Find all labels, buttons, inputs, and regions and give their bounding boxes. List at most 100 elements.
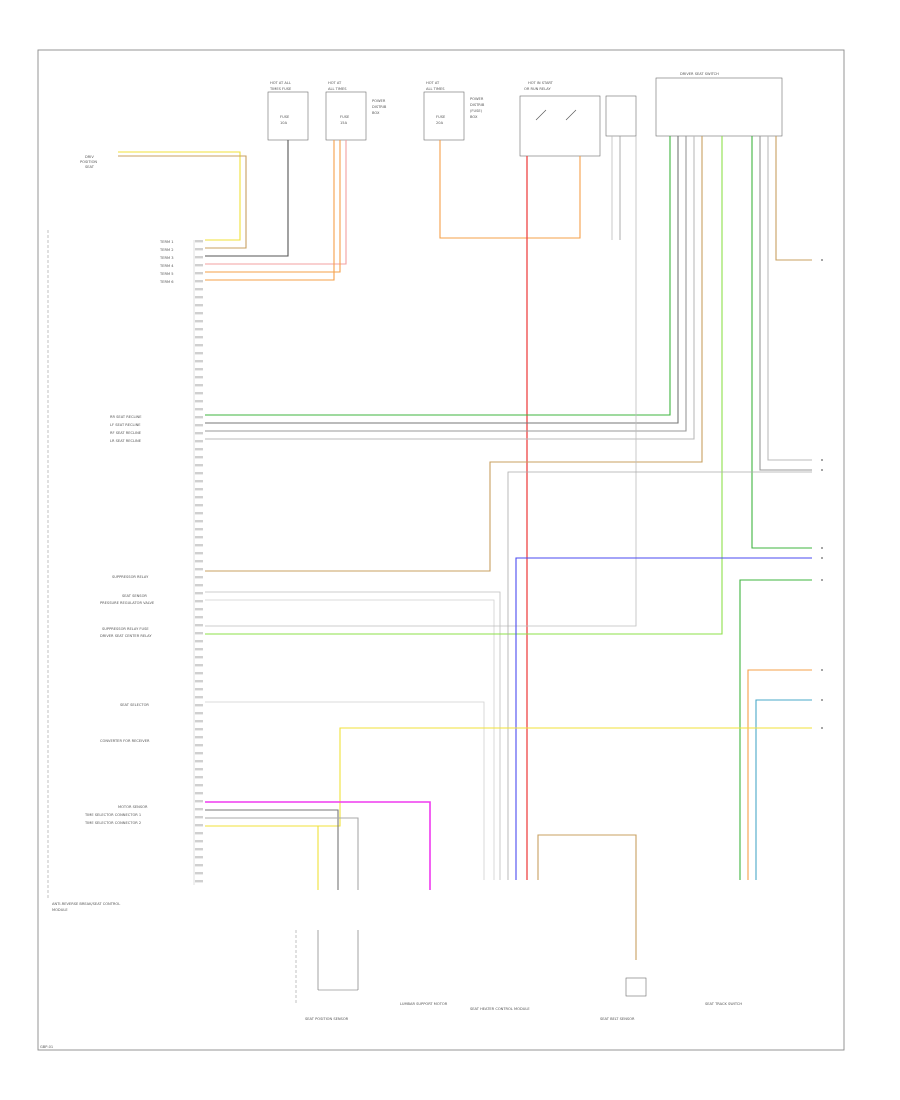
svg-text:DISTRIB: DISTRIB: [372, 105, 387, 109]
svg-text:SEAT TRACK SWITCH: SEAT TRACK SWITCH: [705, 1002, 742, 1006]
svg-text:DRIV: DRIV: [85, 155, 94, 159]
pin-tick: [195, 576, 203, 579]
svg-text:GBP-01: GBP-01: [40, 1045, 53, 1049]
pin-tick: [195, 312, 203, 315]
pin-tick: [195, 680, 203, 683]
pin-tick: [195, 472, 203, 475]
pin-tick: [195, 712, 203, 715]
pin-tick: [195, 336, 203, 339]
seat-position-sensor: SEAT POSITION SENSOR: [295, 930, 359, 1021]
svg-text:CONVERTER FOR RECEIVER: CONVERTER FOR RECEIVER: [100, 739, 150, 743]
svg-text:HOT IN START: HOT IN START: [528, 81, 554, 85]
pin-tick: [195, 536, 203, 539]
svg-text:ALL TIMES: ALL TIMES: [328, 87, 347, 91]
pin-tick: [195, 264, 203, 267]
pin-tick: [195, 608, 203, 611]
pin-tick: [195, 720, 203, 723]
pin-tick: [195, 848, 203, 851]
svg-text:ALL TIMES: ALL TIMES: [426, 87, 445, 91]
pin-tick: [195, 504, 203, 507]
pin-tick: [195, 800, 203, 803]
svg-text:LF SEAT RECLINE: LF SEAT RECLINE: [110, 423, 141, 427]
wire-terminal: [821, 699, 823, 701]
pin-tick: [195, 240, 203, 243]
svg-text:DISTRIB: DISTRIB: [470, 103, 485, 107]
svg-text:HOT AT: HOT AT: [426, 81, 440, 85]
wire-terminal: [821, 547, 823, 549]
svg-text:DRIVER SEAT SWITCH: DRIVER SEAT SWITCH: [680, 72, 719, 76]
svg-text:SEAT BELT SENSOR: SEAT BELT SENSOR: [600, 1017, 635, 1021]
pin-tick: [195, 392, 203, 395]
svg-text:MODULE: MODULE: [52, 908, 68, 912]
svg-text:SEAT: SEAT: [85, 165, 95, 169]
pin-tick: [195, 632, 203, 635]
pin-tick: [195, 304, 203, 307]
pin-tick: [195, 488, 203, 491]
pin-tick: [195, 672, 203, 675]
svg-text:SEAT SELECTOR: SEAT SELECTOR: [120, 703, 149, 707]
pin-tick: [195, 872, 203, 875]
svg-text:TIME SELECTOR CONNECTOR 2: TIME SELECTOR CONNECTOR 2: [84, 821, 141, 825]
pin-tick: [195, 560, 203, 563]
pin-tick: [195, 832, 203, 835]
pin-tick: [195, 440, 203, 443]
pin-tick: [195, 520, 203, 523]
pin-tick: [195, 856, 203, 859]
pin-tick: [195, 280, 203, 283]
seat-belt-sensor: SEAT BELT SENSOR: [600, 977, 647, 1021]
wire-terminal: [821, 579, 823, 581]
pin-tick: [195, 816, 203, 819]
wire-terminal: [821, 557, 823, 559]
svg-text:LR SEAT RECLINE: LR SEAT RECLINE: [110, 439, 142, 443]
pin-tick: [195, 512, 203, 515]
pin-tick: [195, 376, 203, 379]
svg-text:TERM 6: TERM 6: [159, 280, 174, 284]
seat-heater-control-module: SEAT HEATER CONTROL MODULE: [470, 1007, 530, 1011]
svg-text:SEAT SENSOR: SEAT SENSOR: [122, 594, 147, 598]
svg-text:TIMES FUSE: TIMES FUSE: [269, 87, 292, 91]
svg-text:RR SEAT RECLINE: RR SEAT RECLINE: [110, 415, 142, 419]
svg-text:TERM 4: TERM 4: [159, 264, 174, 268]
pin-tick: [195, 552, 203, 555]
pin-tick: [195, 752, 203, 755]
svg-text:BOX: BOX: [372, 111, 380, 115]
pin-tick: [195, 384, 203, 387]
svg-text:TERM 2: TERM 2: [159, 248, 174, 252]
pin-tick: [195, 656, 203, 659]
svg-text:(FUSE): (FUSE): [470, 109, 483, 113]
svg-text:TERM 3: TERM 3: [159, 256, 174, 260]
svg-text:POSITION: POSITION: [80, 160, 97, 164]
svg-text:DRIVER SEAT CENTER RELAY: DRIVER SEAT CENTER RELAY: [100, 634, 152, 638]
pin-tick: [195, 528, 203, 531]
pin-tick: [195, 664, 203, 667]
pin-tick: [195, 824, 203, 827]
pin-tick: [195, 320, 203, 323]
svg-text:BOX: BOX: [470, 115, 478, 119]
svg-text:TERM 5: TERM 5: [159, 272, 174, 276]
svg-text:10A: 10A: [280, 121, 288, 125]
wire-terminal: [821, 259, 823, 261]
pin-tick: [195, 584, 203, 587]
pin-tick: [195, 688, 203, 691]
svg-text:POWER: POWER: [372, 99, 386, 103]
pin-tick: [195, 352, 203, 355]
seat-track-switch: SEAT TRACK SWITCH: [705, 1002, 742, 1006]
svg-text:SUPPRESSOR RELAY: SUPPRESSOR RELAY: [112, 575, 149, 579]
svg-text:SUPPRESSOR RELAY FUSE: SUPPRESSOR RELAY FUSE: [102, 627, 149, 631]
pin-tick: [195, 456, 203, 459]
wires: [118, 136, 812, 960]
svg-text:HOT AT ALL: HOT AT ALL: [270, 81, 291, 85]
top-fuse-box-2: HOT AT ALL TIMES FUSE 15A POWER DISTRIB …: [325, 81, 387, 141]
pin-tick: [195, 592, 203, 595]
pin-tick: [195, 640, 203, 643]
pin-tick: [195, 704, 203, 707]
pin-tick: [195, 424, 203, 427]
svg-text:LUMBAR SUPPORT MOTOR: LUMBAR SUPPORT MOTOR: [400, 1002, 448, 1006]
svg-text:FUSE: FUSE: [280, 115, 290, 119]
pin-tick: [195, 328, 203, 331]
svg-text:HOT AT: HOT AT: [328, 81, 342, 85]
pin-tick: [195, 496, 203, 499]
pin-tick: [195, 480, 203, 483]
pin-tick: [195, 808, 203, 811]
pin-tick: [195, 616, 203, 619]
